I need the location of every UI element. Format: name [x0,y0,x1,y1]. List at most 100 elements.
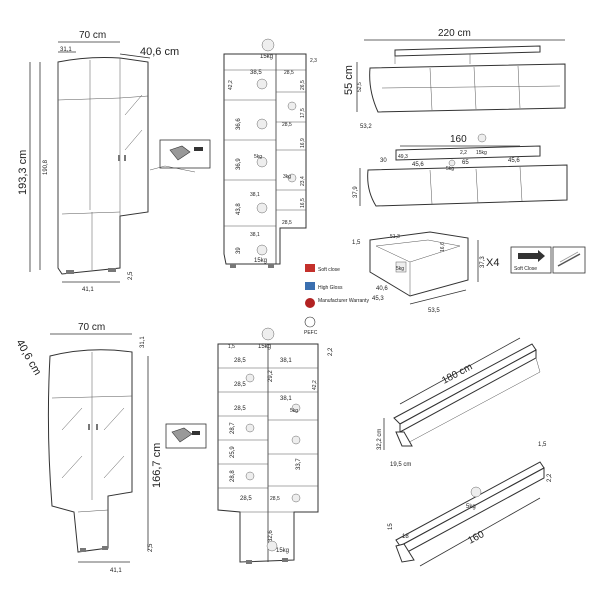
soft-close-label: Soft Close [514,266,537,272]
short-shelf-right: 2,2 [547,473,553,482]
tall-shelves-right-w0: 28,5 [284,70,294,76]
drawer-top-edge: 1,5 [352,240,361,246]
long-shelf-height: 32,2 cm [377,429,383,450]
short-cabinet-diagram: 70 cm 31,1 40,6 cm 166,7 cm 2,5 41,1 [13,322,207,574]
short-shelf-left: 15 [388,523,394,530]
tall-shelves-right-w5: 28,5 [282,220,292,226]
short-wall-shelf-diagram: 5kg 1,5 2,2 160 15 18 [388,442,553,567]
high-gloss-badge-icon [305,282,315,290]
short-shelves-left-w3: 28,7 [230,422,236,434]
tall-shelves-right-w1: 42,2 [228,80,234,90]
tall-shelves-right-w2: 38,1 [250,192,260,198]
tall-shelves-left-w4: 39 [236,247,242,254]
short-arrow-icon [192,431,200,435]
tv-top-height: 55 cm [343,65,355,95]
short-shelves-right-h1: 28,5 [270,496,280,502]
badge-high-gloss: High Gloss [318,285,343,291]
short-cabinet-base-width: 41,1 [110,568,122,574]
tv-bottom-load-inner: 5kg [446,166,454,172]
tv-bottom-height: 37,9 [353,186,359,198]
short-shelf-load: 5kg [466,504,476,510]
drawer-inner-width: 51,3 [390,234,400,240]
soft-close-arrow-icon [518,250,545,262]
drawer-side: 16,6 [440,242,446,252]
tall-shelves-right-h1: 17,5 [300,108,306,118]
drawer-height: 37,3 [480,256,486,268]
short-cabinet-foot: 2,5 [148,543,154,552]
short-shelves-left-w2: 28,5 [234,406,246,412]
badge-eco: PEFC [304,330,318,336]
tall-shelves-top-right: 2,3 [310,58,317,64]
short-shelves-top-right: 2,2 [328,347,334,356]
tall-shelves-right-h2: 16,9 [300,138,306,148]
short-shelf-depth: 18 [402,534,409,540]
tall-shelves-load: 5kg [254,154,262,160]
short-shelves-left-w4: 25,9 [230,446,236,458]
drawer-load: 5kg [396,266,404,272]
tall-cabinet-depth: 40,6 cm [140,46,179,58]
short-shelves-right-w2: 28,5 [240,496,252,502]
short-cabinet-depth: 40,6 cm [13,338,43,378]
tall-shelves-top-load: 15kg [260,54,273,60]
feature-badges: Soft close High Gloss Manufacturer Warra… [304,264,369,336]
tall-shelves-right-h3: 23,4 [300,176,306,186]
short-shelf-top: 1,5 [538,442,547,448]
tall-shelves-diagram: 15kg 2,3 38,5 36,6 36,9 43,8 39 28,5 42,… [223,38,317,268]
short-shelves-right-h0: 42,2 [312,380,318,390]
soft-close-badge-icon [305,264,315,272]
short-shelves-right-w0: 38,1 [280,358,292,364]
short-shelves-left-w1: 28,5 [234,382,246,388]
short-cabinet-top-edge: 31,1 [140,336,146,348]
hinge-icon [169,145,191,161]
short-shelves-top-load: 15kg [258,344,271,350]
drawer-depth: 40,6 [376,286,388,292]
tv-unit-bottom-diagram: 160 30 2,2 49,3 45,6 65 45,6 37,9 15kg 5… [353,133,568,207]
drawer-depth-inner: 45,3 [372,296,384,302]
short-shelves-left-w5: 28,8 [230,470,236,482]
short-shelf-width: 160 [466,529,486,547]
soft-close-boxes: Soft Close [510,246,586,274]
warranty-badge-icon [305,298,315,308]
short-shelves-right-w3: 33,7 [296,458,302,470]
short-shelves-right-w4: 29,2 [268,370,274,382]
tv-top-depth: 53,2 [360,124,372,130]
tv-bottom-left-gap: 30 [380,158,387,164]
short-shelves-left-w0: 28,5 [234,358,246,364]
tv-bottom-width: 160 [450,134,467,145]
short-shelves-top-left: 1,5 [228,344,235,350]
tv-top-height-inner: 52,5 [357,82,363,92]
short-shelves-diagram: 15kg 1,5 2,2 28,5 28,5 28,5 28,7 25,9 28… [217,327,334,564]
tall-shelves-right-h4: 16,5 [300,198,306,208]
tall-shelves-right-w3: 38,1 [250,232,260,238]
tall-shelves-right-w4: 28,5 [282,122,292,128]
tall-cabinet-diagram: 70 cm 31,1 40,6 cm 193,3 cm 190,8 41,1 2… [17,30,211,293]
tv-top-width: 220 cm [438,28,471,39]
short-cabinet-width: 70 cm [78,322,105,333]
tall-shelves-left-w0: 38,5 [250,70,262,76]
long-wall-shelf-diagram: 180 cm 32,2 cm 19,5 cm [377,337,541,468]
drawer-diagram: 5kg 1,5 51,3 16,6 37,3 40,6 45,3 53,5 X4 [352,231,499,314]
tall-cabinet-width: 70 cm [79,30,106,41]
tall-shelves-bottom-load: 15kg [254,258,267,264]
tall-shelves-right-h0: 26,5 [300,80,306,90]
tv-bottom-comp-left: 45,6 [412,162,424,168]
tv-bottom-h2: 49,3 [398,154,408,160]
tall-shelves-left-w2: 36,9 [236,158,242,170]
tall-cabinet-top-edge: 31,1 [60,47,72,53]
drawer-width: 53,5 [428,308,440,314]
tv-bottom-load-top: 15kg [476,150,487,156]
tall-cabinet-foot: 2,5 [128,271,134,280]
short-shelves-right-w1: 38,1 [280,396,292,402]
eco-tree-icon [304,316,316,328]
short-shelves-left-w6: 32,6 [268,530,274,542]
tv-bottom-h1: 2,2 [460,150,467,156]
long-shelf-depth: 19,5 cm [390,462,411,468]
tall-cabinet-height: 193,3 cm [17,150,29,195]
tv-bottom-comp-right: 45,6 [508,158,520,164]
badge-soft-close: Soft close [318,267,340,273]
tv-bottom-comp-mid: 65 [462,160,469,166]
short-shelves-load: 5kg [290,408,298,414]
arrow-icon [194,147,203,151]
tall-shelves-left-w3: 43,8 [236,203,242,215]
